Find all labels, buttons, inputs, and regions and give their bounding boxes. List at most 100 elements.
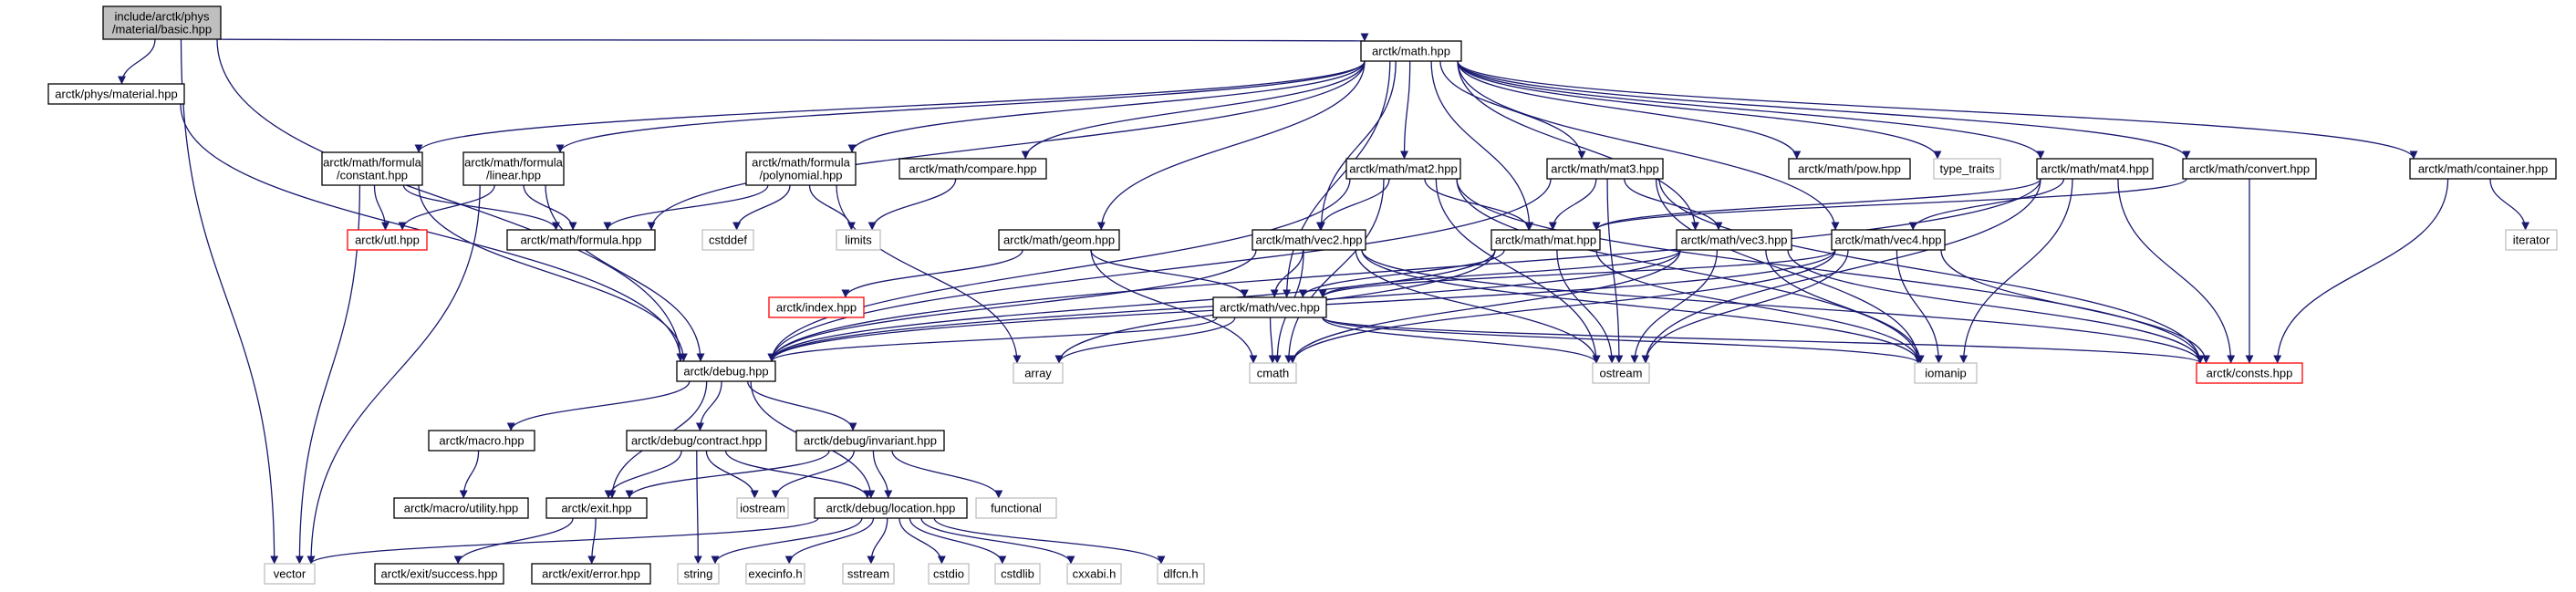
edge-polynomial-to-cstddef [732,184,791,231]
edge-math-to-container [1457,60,2418,160]
node-label-cmath: cmath [1257,367,1289,380]
node-debug[interactable]: arctk/debug.hpp [676,360,776,382]
node-mat2[interactable]: arctk/math/mat2.hpp [1345,158,1461,180]
node-mat3[interactable]: arctk/math/mat3.hpp [1546,158,1664,180]
node-box-type_traits [1933,158,2001,180]
node-polynomial[interactable]: arctk/math/formula/polynomial.hpp [745,151,857,186]
node-label-material: arctk/phys/material.hpp [55,88,177,101]
edge-math-to-pow [1457,60,1802,160]
node-contract[interactable]: arctk/debug/contract.hpp [626,430,767,452]
node-iomanip: iomanip [1914,362,1978,384]
node-label-mat2: arctk/math/mat2.hpp [1349,162,1458,176]
node-label-convert: arctk/math/convert.hpp [2189,162,2310,176]
node-label-array: array [1024,367,1052,380]
edge-vec4-to-ostream [1641,249,1849,364]
node-label-utility: arctk/macro/utility.hpp [404,502,518,515]
node-label-contract: arctk/debug/contract.hpp [631,434,762,448]
edge-vec-to-cmath [1268,317,1277,364]
nodes-layer: include/arctk/phys/material/basic.hpp arc… [47,5,2558,585]
node-box-limits [836,229,881,251]
node-box-location [814,497,968,519]
edge-location-to-string [711,517,863,565]
node-type_traits: type_traits [1933,158,2001,180]
node-box-iterator [2505,229,2558,251]
edge-math-to-vec2 [1316,60,1397,231]
edge-math-to-mat2 [1400,60,1411,160]
node-formula[interactable]: arctk/math/formula.hpp [506,229,656,251]
edge-vec3-to-cmath [1288,249,1681,364]
node-box-mat3 [1546,158,1664,180]
node-utility[interactable]: arctk/macro/utility.hpp [393,497,529,519]
node-vec2[interactable]: arctk/math/vec2.hpp [1252,229,1366,251]
node-macro[interactable]: arctk/macro.hpp [428,430,535,452]
node-box-compare [898,158,1047,180]
node-box-iostream [736,497,789,519]
node-label-type_traits: type_traits [1940,162,1995,176]
node-root[interactable]: include/arctk/phys/material/basic.hpp [102,5,222,40]
node-mat4[interactable]: arctk/math/mat4.hpp [2036,158,2154,180]
node-mat[interactable]: arctk/math/mat.hpp [1491,229,1601,251]
edge-contract-to-string [693,450,702,565]
node-container[interactable]: arctk/math/container.hpp [2409,158,2557,180]
node-pow[interactable]: arctk/math/pow.hpp [1788,158,1911,180]
node-box-vec3 [1676,229,1792,251]
node-exit[interactable]: arctk/exit.hpp [545,497,648,519]
edge-vec3-to-iomanip [1765,249,1925,364]
node-utl[interactable]: arctk/utl.hpp [347,229,428,251]
node-box-cstddef [701,229,754,251]
node-label-dlfcn: dlfcn.h [1163,567,1198,581]
node-convert[interactable]: arctk/math/convert.hpp [2182,158,2317,180]
edge-compare-to-limits [867,178,957,231]
node-box-material [47,83,185,105]
node-label-execinfo: execinfo.h [748,567,802,581]
node-math[interactable]: arctk/math.hpp [1360,40,1462,62]
node-index[interactable]: arctk/index.hpp [768,296,865,318]
node-vec[interactable]: arctk/math/vec.hpp [1212,296,1327,318]
edge-mat4-to-mat [1592,178,2041,231]
node-box-index [768,296,865,318]
node-vec4[interactable]: arctk/math/vec4.hpp [1831,229,1946,251]
node-box-utl [347,229,428,251]
node-compare[interactable]: arctk/math/compare.hpp [898,158,1047,180]
node-box-sstream [842,563,895,585]
edge-exit-to-success [453,517,574,565]
node-box-consts [2196,362,2303,384]
node-label-constant-0: arctk/math/formula [323,156,421,170]
node-label-functional: functional [991,502,1042,515]
node-box-macro [428,430,535,452]
node-label-cstdio: cstdio [933,567,964,581]
edge-math-to-mat3 [1439,60,1586,160]
node-success[interactable]: arctk/exit/success.hpp [374,563,504,585]
node-invariant[interactable]: arctk/debug/invariant.hpp [795,430,945,452]
node-label-mat: arctk/math/mat.hpp [1495,234,1596,247]
node-location[interactable]: arctk/debug/location.hpp [814,497,968,519]
edge-math-to-mat4 [1457,60,2045,160]
node-linear[interactable]: arctk/math/formula/linear.hpp [462,151,565,186]
node-dlfcn: dlfcn.h [1157,563,1205,585]
node-label-limits: limits [845,234,872,247]
node-box-mat2 [1345,158,1461,180]
node-material[interactable]: arctk/phys/material.hpp [47,83,185,105]
node-cstdlib: cstdlib [994,563,1041,585]
node-label-debug: arctk/debug.hpp [683,365,768,379]
edge-contract-to-location [724,450,872,499]
node-label-polynomial-0: arctk/math/formula [752,156,850,170]
node-cmath: cmath [1249,362,1297,384]
edge-math-to-geom [1096,60,1366,231]
node-constant[interactable]: arctk/math/formula/constant.hpp [321,151,423,186]
node-error[interactable]: arctk/exit/error.hpp [531,563,651,585]
node-vector: vector [264,563,316,585]
node-label-vec3: arctk/math/vec3.hpp [1680,234,1787,247]
edge-container-to-consts [2273,178,2449,364]
node-vec3[interactable]: arctk/math/vec3.hpp [1676,229,1792,251]
node-limits: limits [836,229,881,251]
edge-vec2-to-debug [767,249,1257,362]
node-consts[interactable]: arctk/consts.hpp [2196,362,2303,384]
node-geom[interactable]: arctk/math/geom.hpp [998,229,1120,251]
edge-root-to-vector [180,38,279,565]
node-ostream: ostream [1592,362,1650,384]
edge-mat-to-iomanip [1595,249,1923,364]
node-label-linear-0: arctk/math/formula [464,156,563,170]
edge-mat-to-ostream [1556,249,1616,364]
edge-location-to-cstdlib [909,517,1007,565]
